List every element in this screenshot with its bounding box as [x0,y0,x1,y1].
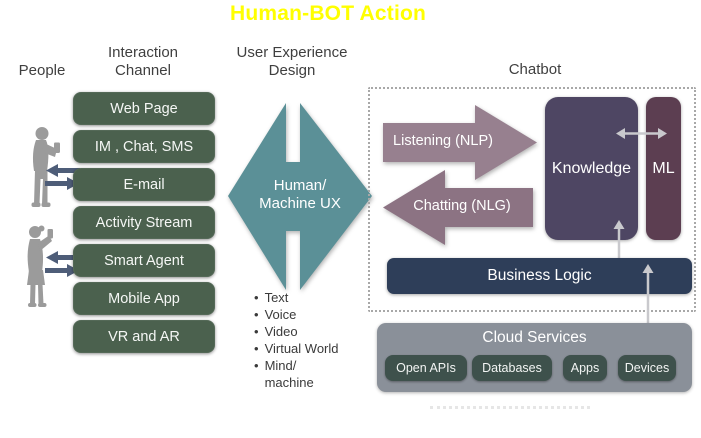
column-header-chatbot: Chatbot [508,61,562,78]
cloud-services-title: Cloud Services [482,329,587,346]
chatbot-boundary-frame [368,87,696,312]
ml-box: ML [646,97,681,240]
listening-nlp-label: Listening (NLP) [393,133,493,149]
column-header-people: People [18,62,66,79]
knowledge-ml-double-arrow-icon [616,128,667,139]
chatting-nlg-arrow-icon [383,170,533,245]
ux-modalities-list: Text Voice Video Virtual World Mind/ mac… [254,289,366,391]
listening-nlp-arrow-icon [383,105,537,180]
business-logic-bar: Business Logic [387,258,692,294]
diagram-title: Human-BOT Action [229,2,427,25]
cloud-service-databases: Databases [472,355,552,381]
column-header-ux-design: User Experience Design [236,44,348,79]
list-item: Video [254,323,366,340]
channel-smart-agent: Smart Agent [73,244,215,277]
cloud-service-open-apis: Open APIs [385,355,467,381]
channel-im-chat-sms: IM , Chat, SMS [73,130,215,163]
list-item: Text [254,289,366,306]
channel-web-page: Web Page [73,92,215,125]
channel-email: E-mail [73,168,215,201]
channel-activity-stream: Activity Stream [73,206,215,239]
cloud-service-apps: Apps [563,355,607,381]
list-item: Virtual World [254,340,366,357]
person-icon [31,127,60,207]
cloud-service-devices: Devices [618,355,676,381]
knowledge-box: Knowledge [545,97,638,240]
list-item: Voice [254,306,366,323]
chatting-nlg-label: Chatting (NLG) [413,198,511,214]
illegible-caption-artifact [430,406,590,409]
person-icon [27,225,53,307]
list-item: Mind/ machine [254,357,366,391]
channel-vr-and-ar: VR and AR [73,320,215,353]
column-header-interaction-channel: Interaction Channel [107,44,179,79]
human-machine-ux-label: Human/ Machine UX [259,177,341,212]
channel-mobile-app: Mobile App [73,282,215,315]
human-machine-ux-shape-icon [228,103,372,290]
